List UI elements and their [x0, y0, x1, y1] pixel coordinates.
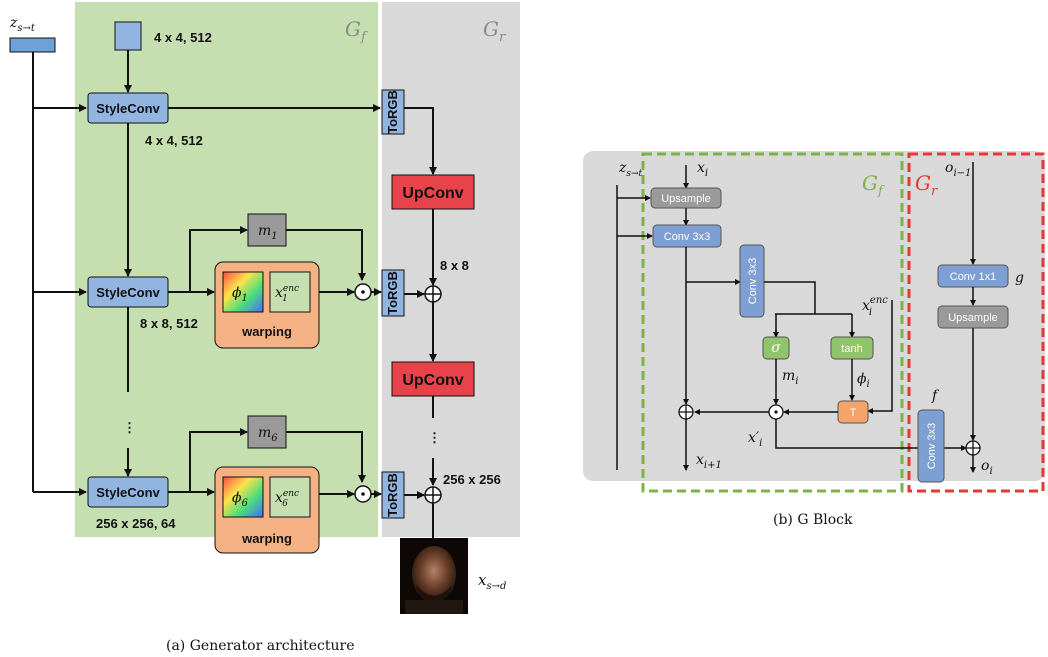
xi-label: xi — [697, 160, 708, 179]
conv3-gr-label: Conv 3x3 — [926, 423, 938, 469]
conv3-1-label: Conv 3x3 — [664, 231, 710, 243]
conv3-1 — [652, 224, 722, 248]
add-node-2-plus — [425, 487, 441, 503]
T-label: T — [850, 407, 857, 419]
mult-node-b-dot — [774, 410, 778, 414]
x6enc-block — [269, 476, 311, 518]
torgb-1 — [381, 89, 405, 135]
const-input-label: 4 x 4, 512 — [154, 30, 212, 45]
phi1-block — [222, 271, 264, 313]
conv3-2 — [739, 244, 765, 318]
sigma-label: σ — [771, 340, 781, 356]
res-1-label: 8 x 8 — [440, 258, 469, 273]
caption-a: (a) Generator architecture — [166, 638, 354, 654]
mi-label: mi — [782, 368, 798, 387]
oi-label: oi — [981, 458, 993, 477]
add-node-1-plus — [425, 286, 441, 302]
phi6-block — [222, 476, 264, 518]
dots-right: ⋮ — [428, 430, 441, 445]
dim-1-label: 4 x 4, 512 — [145, 133, 203, 148]
dots-left: ⋮ — [123, 420, 136, 435]
caption-b: (b) G Block — [773, 512, 853, 528]
torgb-3-label: ToRGB — [385, 473, 400, 517]
warping-6-label: warping — [241, 531, 292, 546]
torgb-1-label: ToRGB — [385, 90, 400, 134]
styleconv-1-label: StyleConv — [96, 101, 160, 116]
conv1-label: Conv 1x1 — [950, 271, 996, 283]
panel-a: Gf Gr zs→t 4 x 4, 512 StyleConv 4 x 4, 5… — [9, 2, 520, 654]
mult-to-gr — [775, 419, 967, 451]
styleconv-2-label: StyleConv — [96, 285, 160, 300]
styleconv-3-label: StyleConv — [96, 485, 160, 500]
dim-2-label: 8 x 8, 512 — [140, 316, 198, 331]
gf-dashed-box — [641, 152, 904, 493]
mult-node-1-dot — [361, 290, 365, 294]
upsample-1-label: Upsample — [661, 193, 711, 205]
xienc-to-T — [867, 300, 893, 414]
const-input-block — [114, 21, 142, 51]
mult-node-6-dot — [361, 492, 365, 496]
conv3-gr — [917, 409, 945, 483]
add-node-b-right-plus — [966, 441, 980, 455]
z-input-label: zs→t — [9, 15, 36, 34]
upconv-2-label: UpConv — [402, 372, 463, 389]
x1enc-block — [269, 271, 311, 313]
m6-to-dot6 — [286, 431, 366, 483]
xprime-label: x′i — [748, 430, 762, 449]
res-2-label: 256 x 256 — [443, 472, 501, 487]
g-label: g — [1015, 270, 1024, 286]
tanh-label: tanh — [841, 343, 862, 355]
m1-to-dot1 — [286, 229, 366, 281]
torgb-2-label: ToRGB — [385, 271, 400, 315]
gr-dashed-box — [907, 152, 1045, 493]
conv3-2-label: Conv 3x3 — [747, 258, 759, 304]
f-label: f — [931, 388, 940, 404]
panel-b: Gf Gr zs→t xi Upsample Conv 3x3 Conv 3x3… — [583, 151, 1045, 528]
upconv-1 — [391, 174, 475, 210]
upconv-1-label: UpConv — [402, 185, 463, 202]
torgb1-to-upconv1 — [404, 107, 437, 175]
m1-block — [247, 213, 287, 247]
m6-block — [247, 415, 287, 449]
dim-3-label: 256 x 256, 64 — [96, 516, 176, 531]
output-label: xs→d — [478, 571, 506, 592]
conv3v-split — [764, 281, 816, 314]
upsample-2-label: Upsample — [948, 312, 998, 324]
gr-region — [382, 2, 520, 537]
output-face-image — [400, 538, 468, 614]
warping-1-label: warping — [241, 324, 292, 339]
add-node-b-left-plus — [679, 405, 693, 419]
z-input-block — [9, 37, 56, 53]
